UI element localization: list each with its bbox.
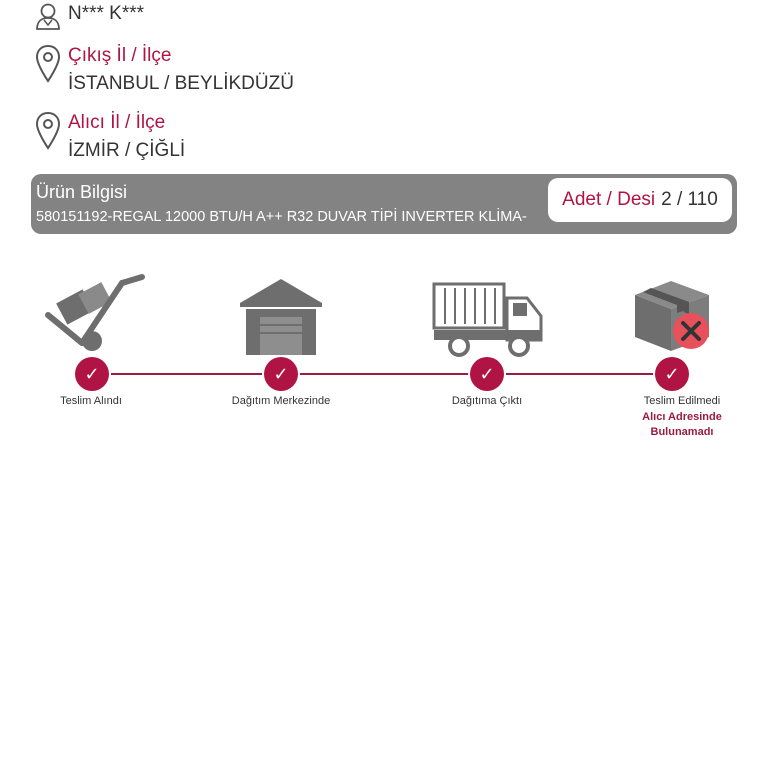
tracker-line bbox=[92, 373, 672, 375]
product-info-bar: Ürün Bilgisi 580151192-REGAL 12000 BTU/H… bbox=[31, 174, 737, 234]
user-icon bbox=[34, 2, 62, 30]
delivery-truck-icon bbox=[431, 280, 545, 365]
step-check-distribution-center: ✓ bbox=[264, 357, 298, 391]
shipment-tracker: ✓ Teslim Alındı ✓ Dağıtım Merkezinde bbox=[0, 255, 768, 455]
quantity-label: Adet / Desi bbox=[562, 189, 656, 210]
step-label-not-delivered: Teslim Edilmedi bbox=[643, 395, 721, 407]
recipient-row: N*** K*** bbox=[34, 2, 144, 30]
step-label-distribution-center: Dağıtım Merkezinde bbox=[231, 395, 331, 407]
destination-label: Alıcı İl / İlçe bbox=[68, 112, 166, 133]
warehouse-icon bbox=[238, 275, 324, 362]
destination-value: İZMİR / ÇİĞLİ bbox=[68, 140, 186, 161]
step-check-received: ✓ bbox=[75, 357, 109, 391]
step-label-out-for-delivery: Dağıtıma Çıktı bbox=[451, 395, 523, 407]
origin-value: İSTANBUL / BEYLİKDÜZÜ bbox=[68, 73, 294, 94]
step-note-not-delivered: Alıcı Adresinde Bulunamadı bbox=[642, 411, 722, 438]
location-pin-icon bbox=[34, 44, 62, 84]
product-code: 580151192-REGAL 12000 BTU/H A++ R32 DUVA… bbox=[36, 209, 527, 225]
quantity-pill: Adet / Desi 2 / 110 bbox=[548, 178, 732, 222]
quantity-value: 2 / 110 bbox=[661, 189, 718, 210]
origin-label: Çıkış İl / İlçe bbox=[68, 45, 172, 66]
step-check-out-for-delivery: ✓ bbox=[470, 357, 504, 391]
destination-row: Alıcı İl / İlçe İZMİR / ÇİĞLİ bbox=[34, 111, 185, 163]
recipient-name: N*** K*** bbox=[68, 3, 145, 24]
origin-row: Çıkış İl / İlçe İSTANBUL / BEYLİKDÜZÜ bbox=[34, 44, 294, 96]
product-title: Ürün Bilgisi bbox=[36, 182, 128, 202]
hand-truck-icon bbox=[42, 267, 146, 362]
step-label-received: Teslim Alındı bbox=[60, 395, 122, 407]
package-failed-icon bbox=[631, 277, 715, 360]
step-check-not-delivered: ✓ bbox=[655, 357, 689, 391]
location-pin-icon bbox=[34, 111, 62, 151]
